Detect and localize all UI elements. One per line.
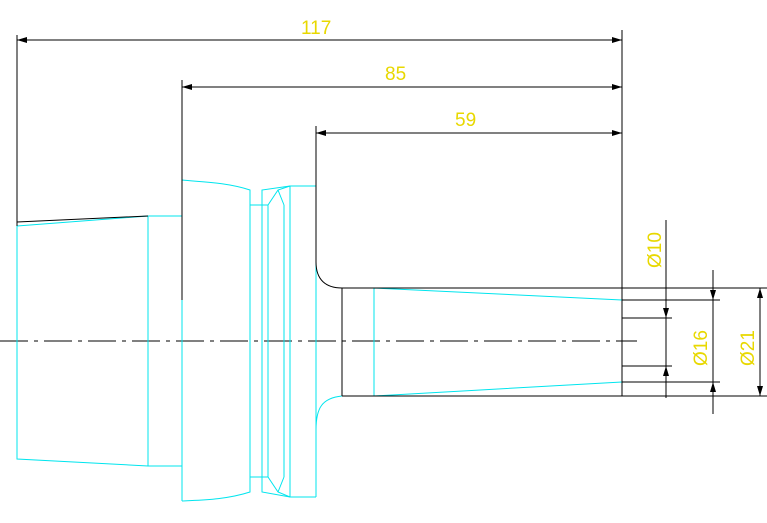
dim-text-59: 59 (455, 110, 476, 131)
dim-text-d16: Ø16 (691, 330, 712, 366)
dia-extension-lines (622, 287, 767, 397)
shank-geometry (16, 30, 664, 397)
shank-bore-taper (373, 287, 623, 397)
v-groove (249, 185, 291, 498)
dim-text-117: 117 (301, 18, 331, 39)
shank-outline (341, 288, 623, 397)
taper-top-line (16, 35, 149, 226)
dim-text-85: 85 (385, 64, 406, 85)
dim-text-d10: Ø10 (645, 232, 666, 268)
shank-fillet (315, 395, 343, 431)
bore-lines (342, 287, 664, 382)
shank-upper-fillet (315, 186, 622, 289)
diameter-dimensions: Ø10 Ø16 Ø21 (622, 220, 767, 414)
horizontal-dimensions: 117 85 59 (17, 18, 622, 136)
dim-text-d21: Ø21 (738, 330, 759, 366)
